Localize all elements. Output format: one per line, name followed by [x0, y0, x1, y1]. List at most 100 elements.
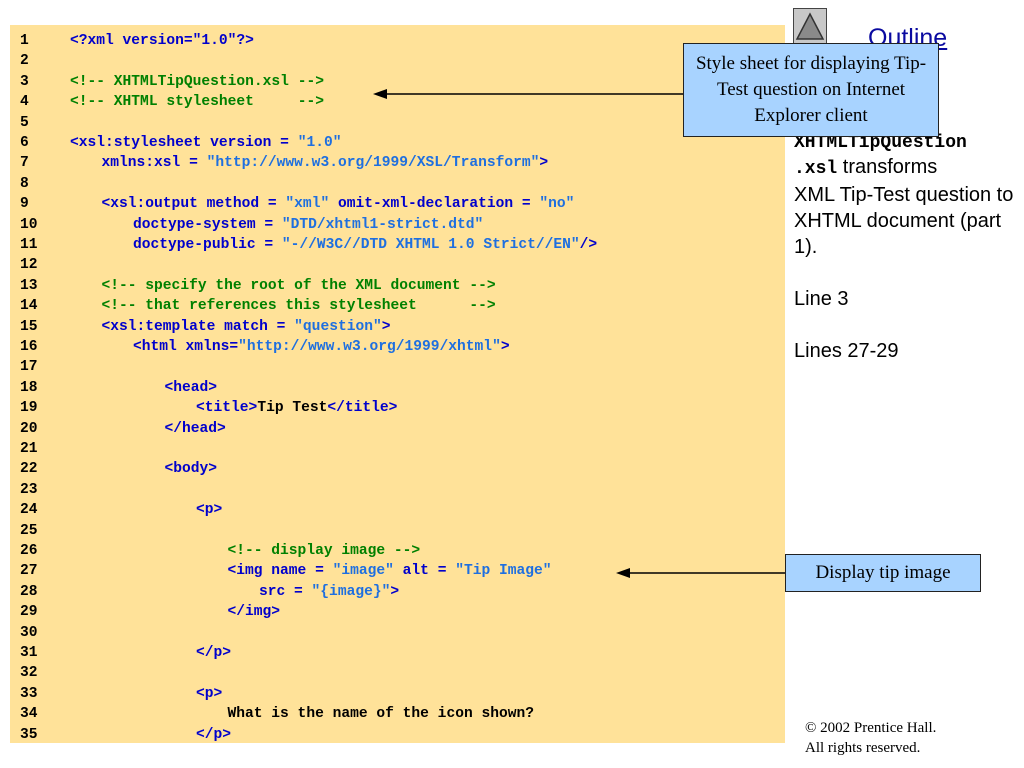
- line-number: 6: [20, 135, 29, 151]
- code-text: <?xml version="1.0"?>: [70, 31, 254, 51]
- code-line: 18 <head>: [10, 378, 785, 398]
- line-number: 14: [20, 298, 38, 315]
- code-line: 11 doctype-public = "-//W3C//DTD XHTML 1.…: [10, 235, 785, 255]
- code-token: "1.0": [297, 135, 342, 151]
- line-number: 21: [20, 441, 38, 457]
- code-text: <p>: [196, 684, 222, 704]
- code-text: </p>: [196, 643, 231, 663]
- code-token: <!-- that references this stylesheet -->: [101, 298, 496, 315]
- line-number: 5: [20, 114, 29, 131]
- code-text: </p>: [196, 725, 231, 745]
- code-line: 29</img>: [10, 602, 785, 622]
- code-token: </head>: [164, 420, 226, 437]
- code-token: "http://www.w3.org/1999/XSL/Transform": [206, 155, 540, 172]
- code-token: omit-xml-declaration =: [329, 196, 540, 213]
- code-token: Tip Test: [257, 400, 328, 417]
- line-number: 8: [20, 175, 29, 192]
- line-number: 15: [20, 318, 38, 335]
- filename-ext: .xsl: [794, 159, 838, 179]
- code-token: </img>: [227, 604, 281, 621]
- filename-part1: XHTMLTipQuestion: [794, 133, 967, 153]
- code-text: <xsl:template match = "question">: [102, 317, 391, 337]
- copyright-line2: All rights reserved.: [805, 740, 921, 756]
- code-token: >: [381, 318, 391, 335]
- line-number: 10: [20, 216, 38, 233]
- code-token: "-//W3C//DTD XHTML 1.0 Strict//EN": [281, 237, 580, 253]
- line-number: 23: [20, 481, 38, 498]
- stylesheet-callout: Style sheet for displaying Tip-Test ques…: [683, 43, 939, 137]
- filename-heading: XHTMLTipQuestion: [794, 128, 1018, 154]
- code-line: 28 src = "{image}">: [10, 582, 785, 602]
- code-text: <html xmlns="http://www.w3.org/1999/xhtm…: [133, 337, 510, 357]
- code-line: 6<xsl:stylesheet version = "1.0": [10, 133, 785, 153]
- code-text: </head>: [165, 419, 226, 439]
- code-token: <!-- XHTML stylesheet -->: [70, 94, 324, 111]
- code-line: 24 <p>: [10, 500, 785, 520]
- line-number: 24: [20, 502, 38, 519]
- code-token: <p>: [196, 685, 223, 702]
- code-line: 19<title>Tip Test</title>: [10, 398, 785, 418]
- code-token: <!-- specify the root of the XML documen…: [101, 277, 496, 294]
- code-token: <html xmlns=: [133, 339, 239, 355]
- code-text: xmlns:xsl = "http://www.w3.org/1999/XSL/…: [102, 153, 549, 173]
- code-line: 15 <xsl:template match = "question">: [10, 317, 785, 337]
- code-text: src = "{image}">: [259, 582, 399, 602]
- line-number: 20: [20, 420, 38, 437]
- up-triangle-icon: [795, 12, 825, 40]
- code-text: <!-- that references this stylesheet -->: [102, 296, 496, 316]
- line-ref-27-29: Lines 27-29: [794, 340, 899, 362]
- code-token: <!-- XHTMLTipQuestion.xsl -->: [70, 73, 324, 90]
- code-token: <title>: [196, 400, 258, 417]
- code-text: <xsl:output method = "xml" omit-xml-decl…: [102, 194, 575, 214]
- code-token: <body>: [164, 461, 218, 478]
- code-text: <!-- specify the root of the XML documen…: [102, 276, 496, 296]
- code-token: </title>: [327, 400, 398, 417]
- filename-desc-line: .xsl transforms: [794, 154, 1018, 182]
- line-number: 18: [20, 379, 38, 396]
- code-line: 13 <!-- specify the root of the XML docum…: [10, 276, 785, 296]
- code-line: 9<xsl:output method = "xml" omit-xml-dec…: [10, 194, 785, 214]
- code-text: <head>: [165, 378, 218, 398]
- code-text: <p>: [196, 500, 222, 520]
- line-number: 2: [20, 53, 29, 70]
- tip-image-callout: Display tip image: [785, 554, 981, 592]
- line-number: 1: [20, 33, 29, 49]
- line-number: 4: [20, 94, 29, 111]
- arrow-head-2: [616, 568, 630, 578]
- code-line: 5: [10, 113, 785, 133]
- code-token: alt =: [393, 563, 456, 580]
- line-number: 32: [20, 665, 38, 682]
- code-line: 14 <!-- that references this stylesheet -…: [10, 296, 785, 316]
- code-text: <title>Tip Test</title>: [196, 398, 397, 418]
- desc-text: XML Tip-Test question to XHTML document …: [794, 184, 1014, 258]
- code-text: <body>: [165, 459, 218, 479]
- code-line: 21: [10, 439, 785, 459]
- code-text: <img name = "image" alt = "Tip Image": [228, 561, 552, 581]
- previous-slide-button[interactable]: [793, 8, 827, 44]
- line-number: 25: [20, 522, 38, 539]
- line-number: 35: [20, 726, 38, 743]
- outline-description: XHTMLTipQuestion .xsl transforms XML Tip…: [794, 128, 1018, 364]
- copyright: © 2002 Prentice Hall. All rights reserve…: [805, 718, 936, 758]
- code-token: >: [390, 583, 400, 600]
- code-line: 12: [10, 255, 785, 275]
- line-number: 28: [20, 583, 38, 600]
- code-text: <!-- XHTMLTipQuestion.xsl -->: [70, 72, 324, 92]
- code-line: 35 </p>: [10, 725, 785, 745]
- code-token: </p>: [196, 645, 232, 661]
- code-line: 25: [10, 521, 785, 541]
- line-number: 31: [20, 645, 38, 661]
- code-line: 3<!-- XHTMLTipQuestion.xsl -->: [10, 72, 785, 92]
- line-number: 11: [20, 237, 38, 253]
- code-line: 22<body>: [10, 459, 785, 479]
- line-number: 12: [20, 257, 38, 274]
- code-line: 16<html xmlns="http://www.w3.org/1999/xh…: [10, 337, 785, 357]
- line-ref-3: Line 3: [794, 288, 849, 310]
- line-number: 13: [20, 277, 38, 294]
- code-line: 8: [10, 174, 785, 194]
- code-text: doctype-public = "-//W3C//DTD XHTML 1.0 …: [133, 235, 597, 255]
